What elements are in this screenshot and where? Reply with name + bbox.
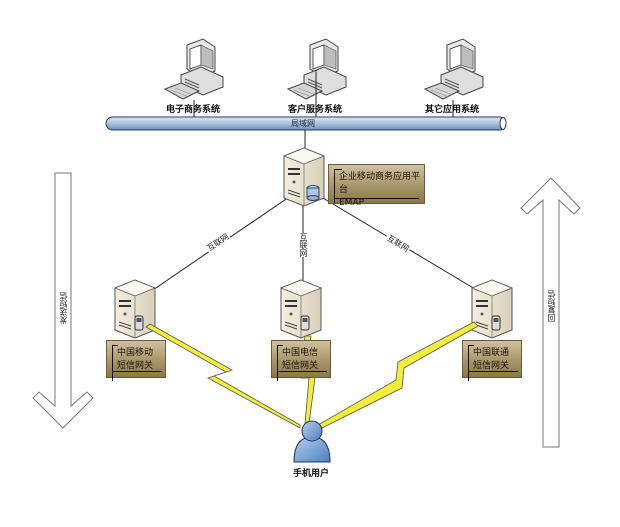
wireless-link-mobile <box>145 323 301 429</box>
wireless-link-unicom <box>317 321 479 429</box>
platform-name-line2: EMAP <box>339 198 365 208</box>
platform-name: 企业移动商务应用平台 EMAP <box>339 171 424 210</box>
gateway-name-telecom-line1: 中国电信 <box>282 348 319 358</box>
mobile-user-icon <box>293 420 331 463</box>
platform-callout: 企业移动商务应用平台 EMAP <box>328 164 425 208</box>
server-icon-platform <box>283 147 325 207</box>
lan-bus <box>105 116 507 131</box>
server-icon-telecom-gateway <box>280 279 322 339</box>
computer-icon-crm <box>287 38 347 100</box>
server-icon-mobile-gateway <box>114 279 156 339</box>
gateway-name-mobile-line2: 短信网关 <box>117 361 154 371</box>
link-label-telecom: 互联网 <box>298 233 309 257</box>
lan-label: 局域网 <box>291 119 315 128</box>
send-sms-arrow <box>32 172 94 429</box>
gateway-callout-telecom: 中国电信 短信网关 <box>271 340 331 381</box>
server-icon-unicom-gateway <box>471 279 513 339</box>
send-sms-label: 发送短信 <box>59 292 68 324</box>
reply-sms-label: 回复短信 <box>547 290 556 322</box>
system-label-crm: 客户服务系统 <box>288 105 343 115</box>
computer-icon-ecommerce <box>164 38 224 100</box>
gateway-name-mobile-line1: 中国移动 <box>117 348 154 358</box>
system-label-ecommerce: 电子商务系统 <box>166 105 221 115</box>
gateway-name-unicom-line1: 中国联通 <box>473 348 510 358</box>
platform-name-line1: 企业移动商务应用平台 <box>339 172 421 195</box>
mobile-user-label: 手机用户 <box>293 469 330 479</box>
gateway-name-telecom-line2: 短信网关 <box>282 361 319 371</box>
reply-sms-arrow <box>520 177 581 448</box>
gateway-callout-mobile: 中国移动 短信网关 <box>106 340 166 381</box>
computer-icon-other <box>424 38 484 100</box>
system-label-other: 其它应用系统 <box>425 105 480 115</box>
gateway-callout-unicom: 中国联通 短信网关 <box>462 340 522 381</box>
gateway-name-unicom-line2: 短信网关 <box>473 361 510 371</box>
